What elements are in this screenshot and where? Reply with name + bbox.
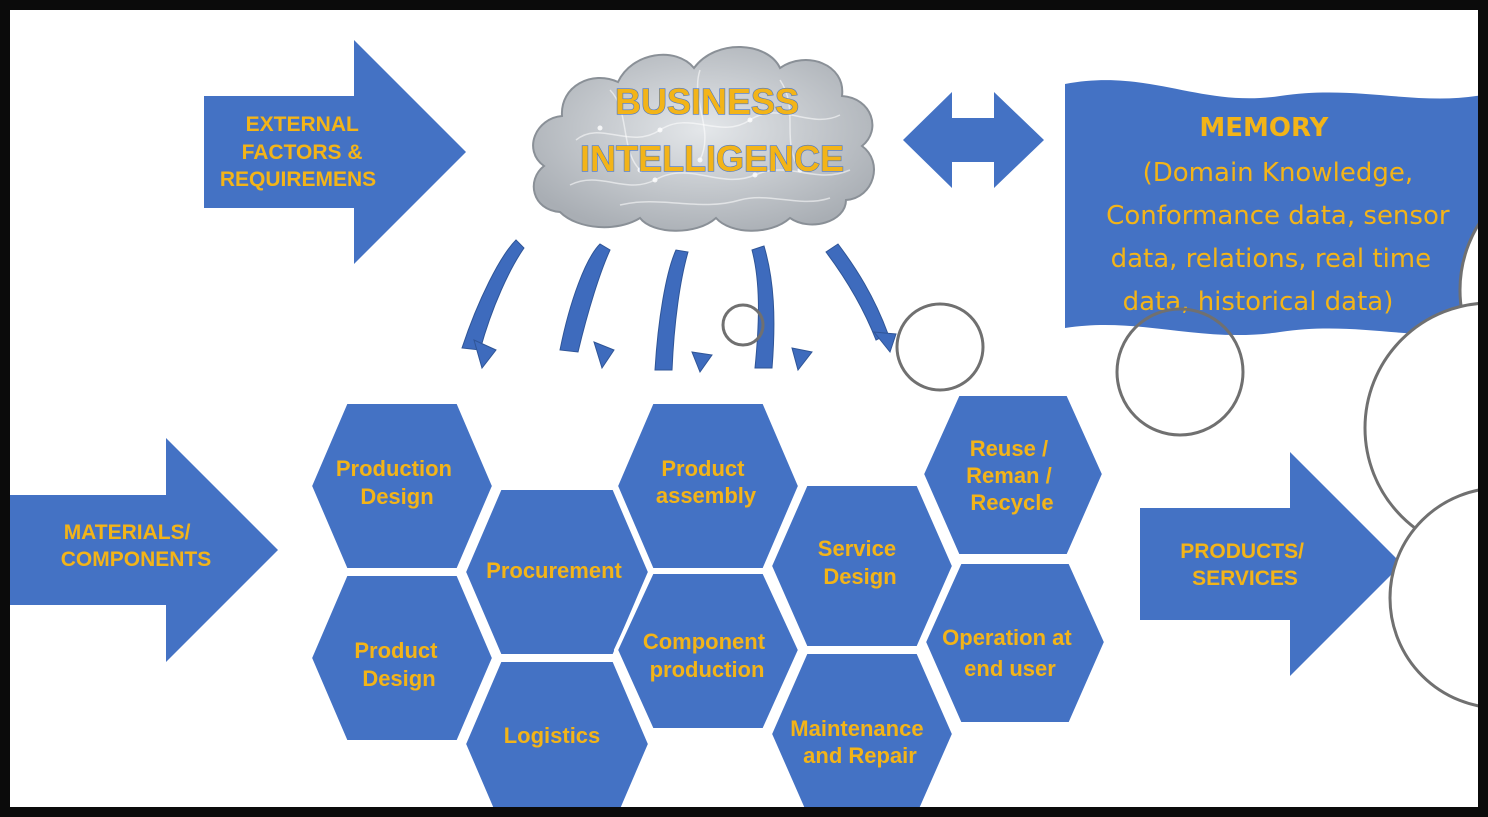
curved-arrow-3 xyxy=(654,249,689,371)
svg-text:Maintenance and Repair: Maintenance and Repair xyxy=(790,716,929,768)
products-label-line2: SERVICES xyxy=(1192,567,1298,590)
hex-maintenance-repair: Maintenance and Repair xyxy=(767,650,957,807)
hex-procurement-line1: Procurement xyxy=(486,558,622,583)
svg-text:MEMORY (Domain Knowledge: MEMORY (Domain Knowledge, Conformance da… xyxy=(1106,113,1458,317)
svg-text:MATERIALS/ COMPONENTS: MATERIALS/ COMPONENTS xyxy=(61,521,212,571)
curved-arrow-1-head xyxy=(473,339,497,370)
hex-production-design: Production Design xyxy=(307,400,497,572)
hex-service-design: Service Design xyxy=(767,482,957,650)
svg-text:Operation at end user: Operation at end user xyxy=(942,625,1078,681)
hex-maintenance-repair-line2: and Repair xyxy=(803,743,917,768)
external-factors-arrow: EXTERNAL FACTORS & REQUIREMENS xyxy=(204,40,466,264)
hex-product-design-line1: Product xyxy=(354,638,438,663)
external-label-line1: EXTERNAL xyxy=(246,113,359,136)
products-arrow: PRODUCTS/ SERVICES xyxy=(1140,452,1402,676)
process-hexagons: Production Design Product Design Procure… xyxy=(307,392,1109,807)
products-label-line1: PRODUCTS/ xyxy=(1180,540,1304,563)
overlay-circle-medium xyxy=(895,302,985,392)
curved-arrow-3-head xyxy=(691,351,713,374)
curved-arrow-2-head xyxy=(593,341,615,370)
memory-banner: MEMORY (Domain Knowledge, Conformance da… xyxy=(1065,80,1478,336)
hex-product-design-line2: Design xyxy=(362,666,435,691)
overlay-circle-left xyxy=(1115,307,1245,437)
bi-label-line2: INTELLIGENCE xyxy=(580,138,844,179)
external-label-line2: FACTORS & xyxy=(242,141,363,164)
hex-product-design: Product Design xyxy=(307,572,497,744)
hex-operation-line1: Operation at xyxy=(942,625,1072,650)
bi-label-line1: BUSINESS xyxy=(615,81,799,122)
external-label-line3: REQUIREMENS xyxy=(220,168,376,191)
memory-line2: Conformance data, sensor xyxy=(1106,201,1450,231)
bidirectional-arrow xyxy=(903,92,1044,188)
hex-reuse-line2: Reman / xyxy=(966,463,1052,488)
svg-text:Product Design: Product Design xyxy=(354,638,443,691)
svg-text:Procurement: Procurement xyxy=(486,558,622,583)
svg-text:Logistics: Logistics xyxy=(504,723,601,748)
business-intelligence-brain: BUSINESS INTELLIGENCE xyxy=(532,46,875,232)
svg-text:Reuse / Reman /: Reuse / Reman / Recycle xyxy=(966,436,1058,515)
curved-arrows xyxy=(461,239,897,374)
hex-product-assembly-line1: Product xyxy=(661,456,745,481)
overlay-circle-bottom-right xyxy=(1388,488,1478,708)
hex-operation-line2: end user xyxy=(964,656,1056,681)
memory-line1: (Domain Knowledge, xyxy=(1143,158,1414,188)
overlay-circle-small xyxy=(721,303,765,347)
materials-arrow: MATERIALS/ COMPONENTS xyxy=(10,438,278,662)
svg-text:Product assembly: Product assembly xyxy=(656,456,757,508)
memory-title: MEMORY xyxy=(1199,113,1329,143)
svg-text:Production Design: Production Design xyxy=(336,456,458,509)
hex-production-design-line1: Production xyxy=(336,456,452,481)
hex-logistics: Logistics xyxy=(461,658,653,807)
materials-label-line1: MATERIALS/ xyxy=(64,521,191,544)
diagram-canvas: EXTERNAL FACTORS & REQUIREMENS BUSINESS … xyxy=(10,10,1478,807)
svg-text:Service Design: Service Design xyxy=(818,536,902,589)
hex-maintenance-repair-line1: Maintenance xyxy=(790,716,923,741)
svg-text:Component production: Component production xyxy=(643,629,771,682)
curved-arrow-5 xyxy=(825,243,889,341)
hex-reuse-line1: Reuse / xyxy=(970,436,1048,461)
svg-text:BUSINESS INTELLIGENCE: BUSINESS INTELLIGENCE xyxy=(580,81,844,179)
hex-service-design-line1: Service xyxy=(818,536,896,561)
svg-text:PRODUCTS/ SERVICES: PRODUCTS/ SERVICES xyxy=(1180,540,1310,590)
business-intelligence-diagram: EXTERNAL FACTORS & REQUIREMENS BUSINESS … xyxy=(10,40,1478,807)
memory-line3: data, relations, real time xyxy=(1111,244,1432,274)
hex-logistics-line1: Logistics xyxy=(504,723,601,748)
hex-service-design-line2: Design xyxy=(823,564,896,589)
hex-component-production-line1: Component xyxy=(643,629,766,654)
memory-line4: data, historical data) xyxy=(1123,287,1394,317)
hex-reuse-line3: Recycle xyxy=(970,490,1053,515)
hex-reuse-reman-recycle: Reuse / Reman / Recycle xyxy=(919,392,1107,558)
hex-production-design-line2: Design xyxy=(360,484,433,509)
curved-arrow-4-head xyxy=(791,347,813,372)
curved-arrow-4 xyxy=(751,245,775,369)
materials-label-line2: COMPONENTS xyxy=(61,548,212,571)
hex-procurement: Procurement xyxy=(461,486,653,658)
hex-product-assembly-line2: assembly xyxy=(656,483,757,508)
hex-operation-end-user: Operation at end user xyxy=(921,560,1109,726)
hex-component-production-line2: production xyxy=(650,657,765,682)
svg-text:EXTERNAL FACTORS &: EXTERNAL FACTORS & REQUIREMENS xyxy=(220,113,376,191)
curved-arrow-2 xyxy=(559,243,611,353)
curved-arrow-1 xyxy=(461,239,525,351)
curved-arrow-5-head xyxy=(872,331,897,354)
overlay-circle-mid-right xyxy=(1363,302,1478,554)
overlay-circles xyxy=(721,222,1478,708)
hex-product-assembly: Product assembly xyxy=(613,400,803,572)
hex-component-production: Component production xyxy=(613,570,803,732)
